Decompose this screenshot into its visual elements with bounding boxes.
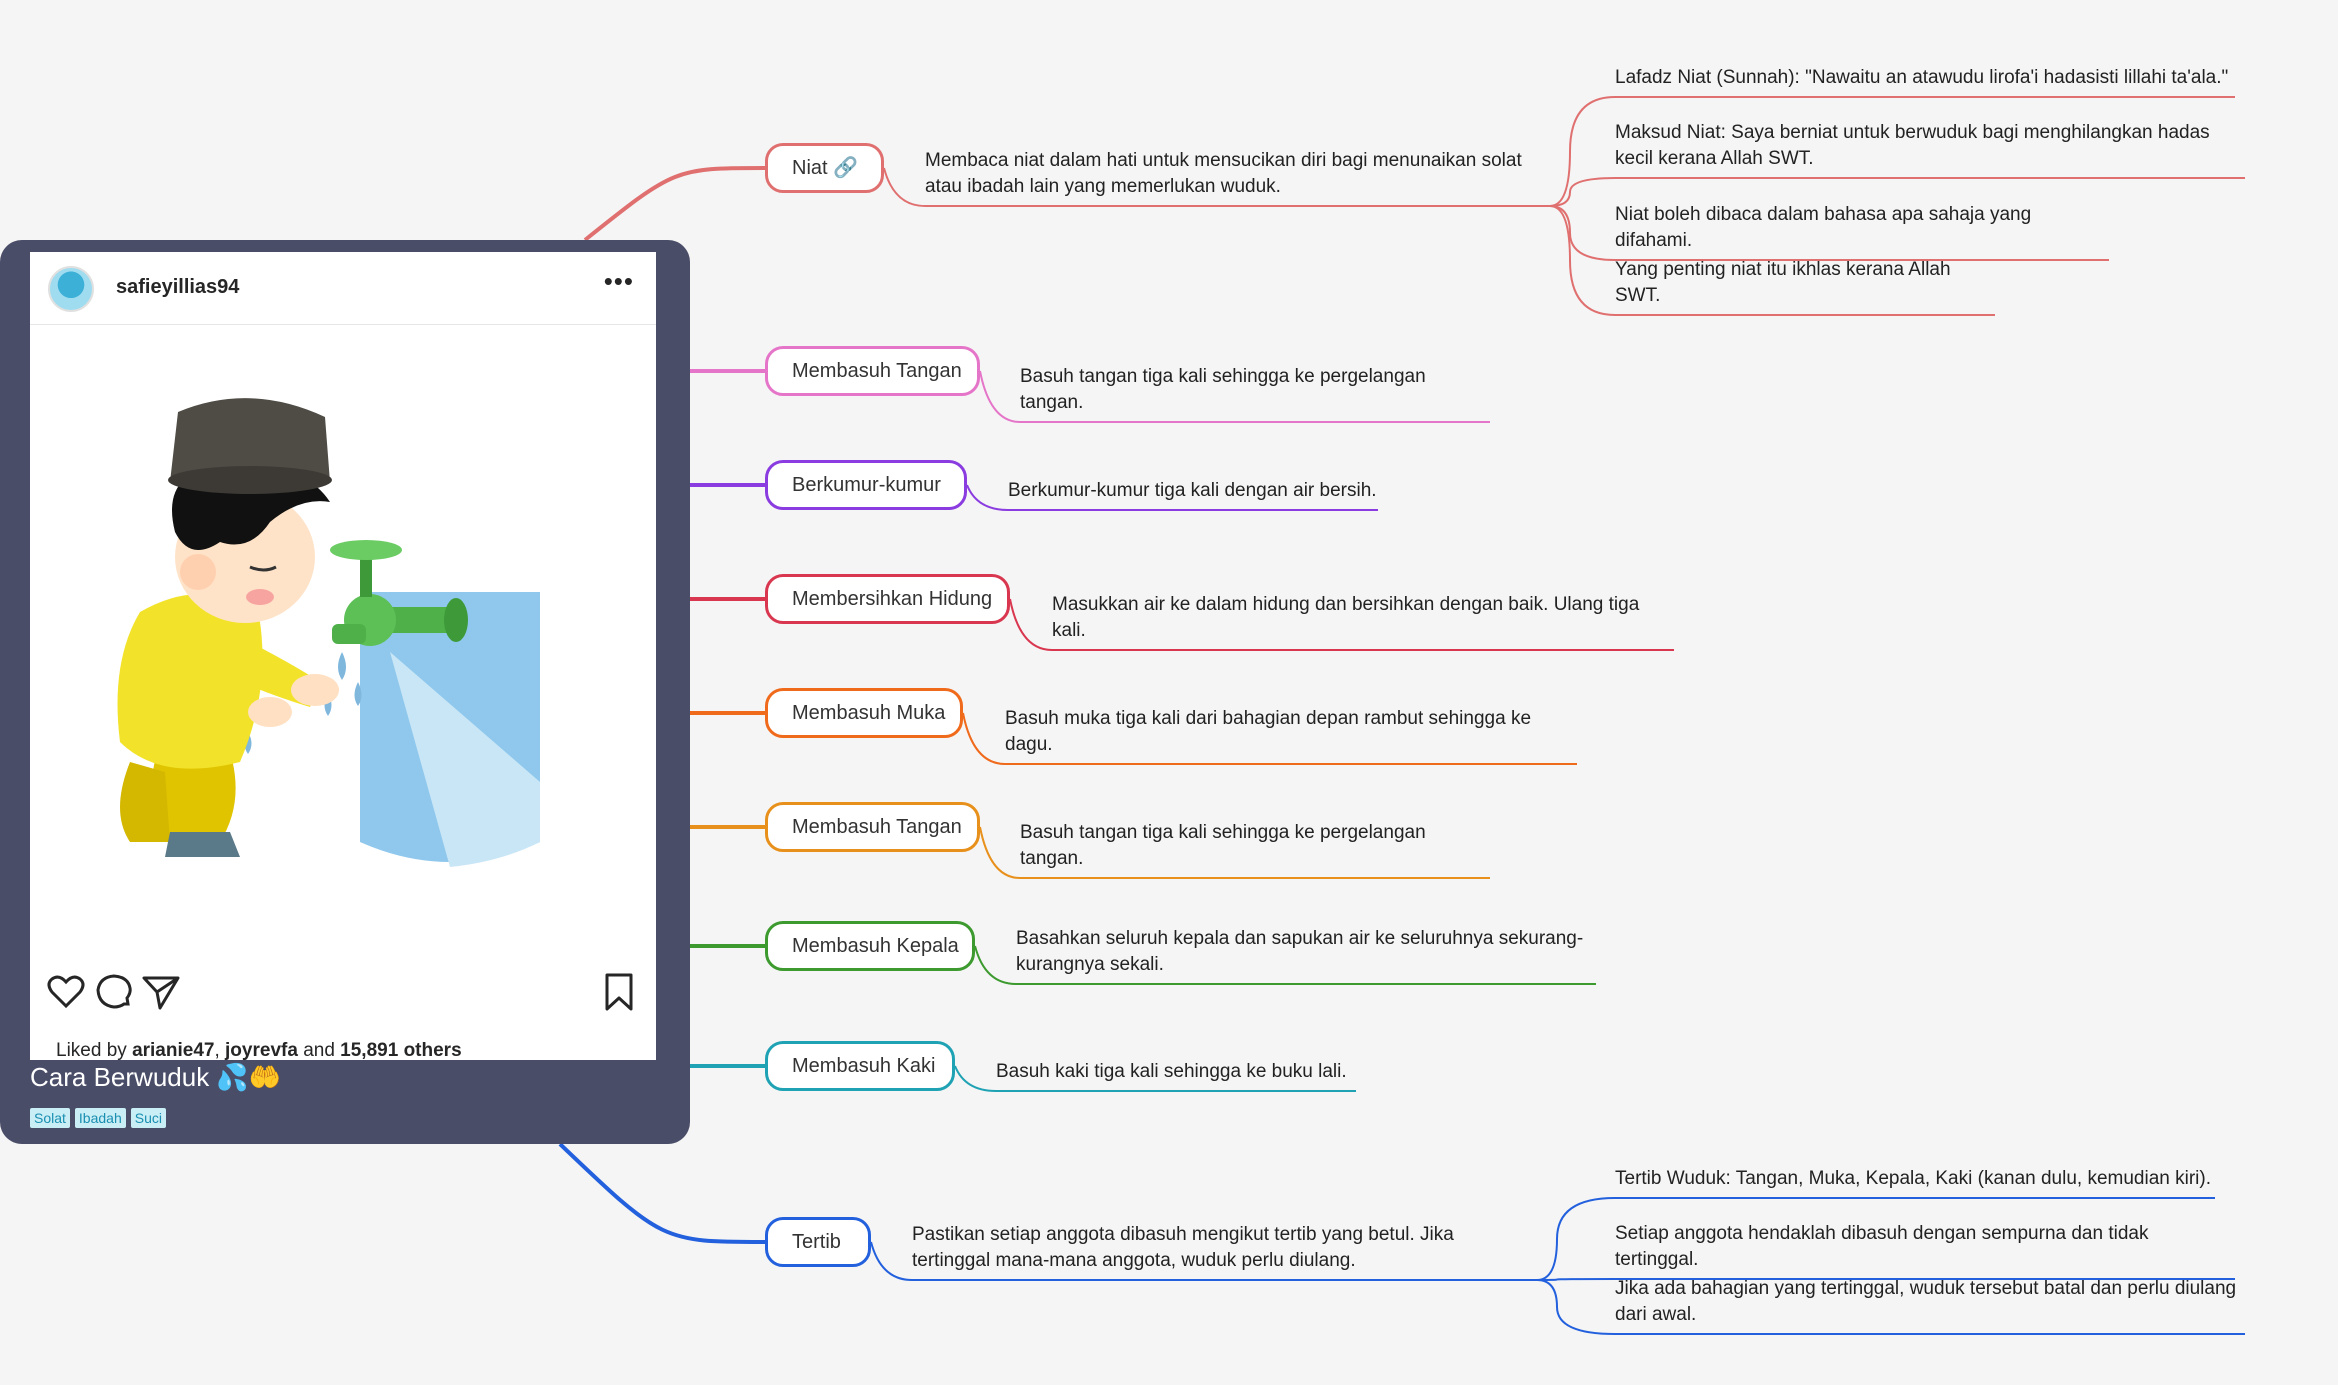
- desc-niat: Membaca niat dalam hati untuk mensucikan…: [925, 150, 1522, 197]
- desc-line-2: [966, 484, 1378, 511]
- desc-membersihkan-hidung: Masukkan air ke dalam hidung dan bersihk…: [1052, 594, 1640, 641]
- detail-tertib-batal: Jika ada bahagian yang tertinggal, wuduk…: [1615, 1278, 2237, 1325]
- branch-line-0: [583, 166, 766, 242]
- comment-icon[interactable]: [94, 972, 134, 1012]
- desc-line-4: [962, 712, 1577, 765]
- tag-suci[interactable]: Suci: [130, 1108, 166, 1128]
- desc-line-5: [979, 826, 1490, 879]
- desc-line-7: [954, 1065, 1356, 1092]
- detail-line-8-2: [1522, 1279, 2245, 1335]
- instagram-post: safieyillias94 •••: [30, 252, 656, 1060]
- tag-solat[interactable]: Solat: [30, 1108, 70, 1128]
- detail-niat-bahasa: Niat boleh dibaca dalam bahasa apa sahaj…: [1615, 204, 2032, 251]
- more-options-icon[interactable]: •••: [603, 266, 634, 296]
- desc-membasuh-kepala: Basahkan seluruh kepala dan sapukan air …: [1016, 928, 1584, 975]
- desc-line-8: [870, 1241, 1522, 1281]
- desc-membasuh-tangan-1: Basuh tangan tiga kali sehingga ke perge…: [1020, 366, 1426, 413]
- detail-niat-ikhlas: Yang penting niat itu ikhlas kerana Alla…: [1615, 259, 1951, 306]
- central-topic-title: Cara Berwuduk 💦🤲: [30, 1062, 282, 1092]
- post-header: safieyillias94 •••: [30, 252, 656, 325]
- boy-washing-illustration: [117, 398, 540, 867]
- detail-tertib-urutan: Tertib Wuduk: Tangan, Muka, Kepala, Kaki…: [1615, 1168, 2212, 1189]
- node-membasuh-muka[interactable]: Membasuh Muka: [765, 688, 963, 738]
- desc-membasuh-kaki: Basuh kaki tiga kali sehingga ke buku la…: [996, 1061, 1347, 1082]
- detail-tertib-sempurna: Setiap anggota hendaklah dibasuh dengan …: [1615, 1223, 2149, 1270]
- node-tertib[interactable]: Tertib: [765, 1217, 871, 1267]
- desc-line-1: [979, 370, 1490, 423]
- bookmark-icon[interactable]: [602, 972, 636, 1012]
- detail-line-0-1: [1535, 177, 2245, 207]
- likes-summary: Liked by arianie47, joyrevfa and 15,891 …: [56, 1040, 462, 1060]
- node-niat[interactable]: Niat 🔗: [765, 143, 884, 193]
- post-username[interactable]: safieyillias94: [116, 276, 240, 298]
- node-membasuh-tangan-2[interactable]: Membasuh Tangan: [765, 802, 980, 852]
- heart-icon[interactable]: [46, 972, 86, 1012]
- detail-line-8-0: [1522, 1197, 2215, 1281]
- central-topic-card[interactable]: safieyillias94 •••: [0, 240, 690, 1144]
- node-membersihkan-hidung[interactable]: Membersihkan Hidung: [765, 574, 1010, 624]
- detail-line-8-1: [1522, 1278, 2235, 1281]
- desc-tertib: Pastikan setiap anggota dibasuh mengikut…: [912, 1224, 1454, 1271]
- detail-niat-maksud: Maksud Niat: Saya berniat untuk berwuduk…: [1615, 122, 2210, 169]
- node-membasuh-kaki[interactable]: Membasuh Kaki: [765, 1041, 955, 1091]
- post-actions: [30, 972, 656, 1022]
- share-icon[interactable]: [140, 972, 182, 1012]
- branch-line-8: [558, 1142, 766, 1244]
- detail-line-0-0: [1535, 96, 2235, 207]
- node-membasuh-kepala[interactable]: Membasuh Kepala: [765, 921, 975, 971]
- detail-line-0-3: [1535, 205, 1995, 316]
- desc-line-3: [1009, 598, 1674, 651]
- detail-niat-lafadz: Lafadz Niat (Sunnah): "Nawaitu an atawud…: [1615, 67, 2229, 88]
- tag-ibadah[interactable]: Ibadah: [74, 1108, 126, 1128]
- desc-berkumur-kumur: Berkumur-kumur tiga kali dengan air bers…: [1008, 480, 1377, 501]
- avatar[interactable]: [48, 266, 94, 312]
- detail-line-0-2: [1535, 205, 2109, 261]
- node-berkumur-kumur[interactable]: Berkumur-kumur: [765, 460, 967, 510]
- desc-line-6: [974, 945, 1596, 985]
- desc-membasuh-tangan-2: Basuh tangan tiga kali sehingga ke perge…: [1020, 822, 1426, 869]
- desc-membasuh-muka: Basuh muka tiga kali dari bahagian depan…: [1005, 708, 1532, 755]
- desc-line-0: [883, 167, 1535, 207]
- node-membasuh-tangan-1[interactable]: Membasuh Tangan: [765, 346, 980, 396]
